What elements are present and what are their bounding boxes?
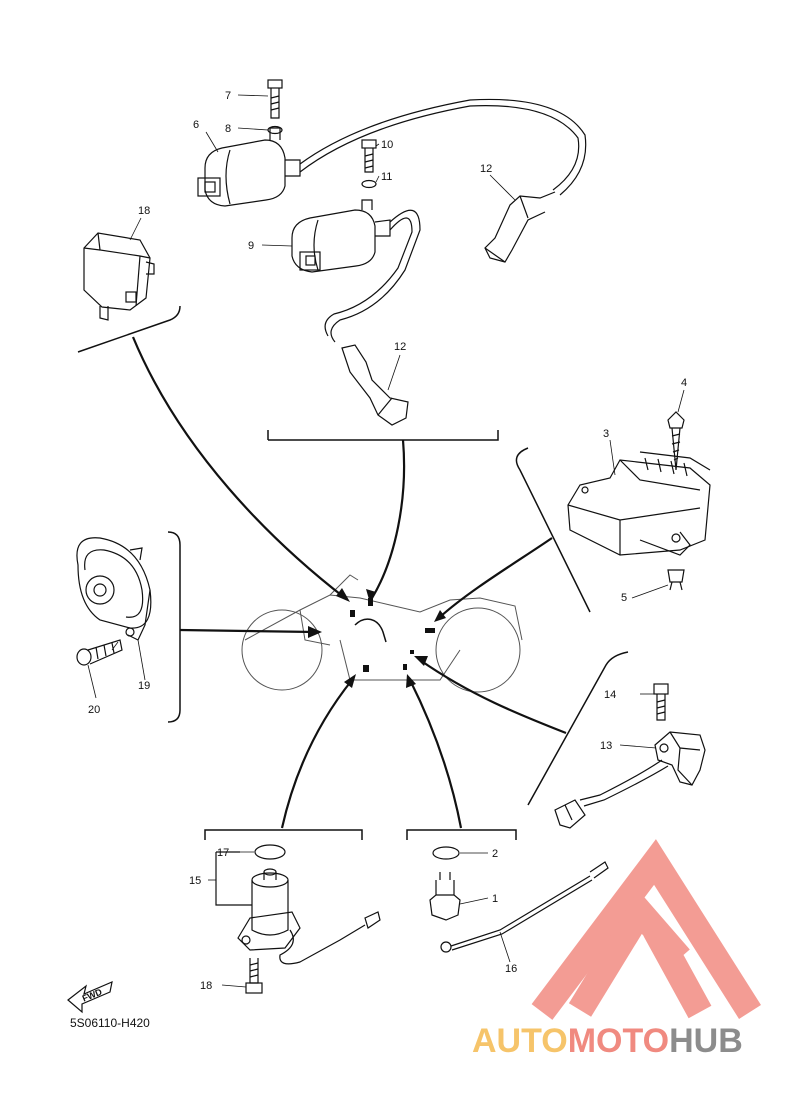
gasket-2: [432, 846, 460, 860]
bolt-21: [76, 639, 123, 666]
bolt-14: [653, 683, 669, 721]
screw-4: [667, 411, 685, 471]
callout-8: 8: [225, 123, 231, 135]
callout-17: 17: [217, 847, 229, 859]
callout-19: 18: [138, 205, 150, 217]
watermark-text: AUTOMOTOHUB: [472, 1022, 743, 1061]
callout-12-lower: 12: [394, 341, 406, 353]
watermark-logo-icon: [531, 839, 761, 1020]
callout-15: 16: [505, 963, 517, 975]
relay-19: [83, 232, 155, 321]
bracket-16: [215, 852, 252, 906]
pointer-arrows: [131, 336, 567, 829]
watermark-part-moto: MOTO: [567, 1022, 670, 1060]
switch-1: [429, 846, 461, 921]
callout-13: 13: [600, 740, 612, 752]
watermark-part-auto: AUTO: [472, 1022, 568, 1060]
bolt-7: [267, 79, 283, 119]
grommet-5: [667, 569, 685, 591]
ignition-coil-9: [291, 199, 421, 343]
ecu-3: [567, 451, 711, 556]
washer-11: [361, 179, 377, 189]
sensor-assembly-16: [237, 844, 381, 965]
plug-cap-12-lower: [341, 344, 409, 426]
callout-21: 20: [88, 704, 100, 716]
diagram-code: 5S06110-H420: [70, 1016, 150, 1030]
cable-15: [440, 861, 609, 953]
callout-2: 2: [492, 848, 498, 860]
motorcycle-silhouette: [241, 574, 523, 693]
callout-7: 7: [225, 90, 231, 102]
callout-16: 15: [189, 875, 201, 887]
plug-cap-12-upper: [484, 191, 556, 263]
bolt-10: [361, 139, 377, 173]
ignition-coil-6: [197, 98, 587, 207]
fwd-arrow-icon: [67, 980, 113, 1014]
speed-sensor-13: [554, 731, 706, 829]
callout-1: 1: [492, 893, 498, 905]
o-ring-17: [254, 844, 286, 860]
callout-6: 6: [193, 119, 199, 131]
callout-14: 14: [604, 689, 616, 701]
callout-5: 5: [621, 592, 627, 604]
callout-4: 4: [681, 377, 687, 389]
leader-lines: [87, 94, 685, 988]
bolt-18: [245, 958, 263, 994]
watermark-part-hub: HUB: [669, 1022, 743, 1060]
callout-numbers: 7 8 6 10 11 9 12 12 18 3 4 5 19 20 14 13…: [88, 90, 687, 992]
fwd-label: FWD: [81, 986, 104, 1003]
callout-12-upper: 12: [480, 163, 492, 175]
callout-20: 19: [138, 680, 150, 692]
callout-18: 18: [200, 980, 212, 992]
callout-3: 3: [603, 428, 609, 440]
callout-9: 9: [248, 240, 254, 252]
horn-20: [76, 537, 152, 641]
group-brackets: [77, 305, 629, 840]
callout-11: 11: [381, 171, 392, 183]
callout-10: 10: [381, 139, 393, 151]
